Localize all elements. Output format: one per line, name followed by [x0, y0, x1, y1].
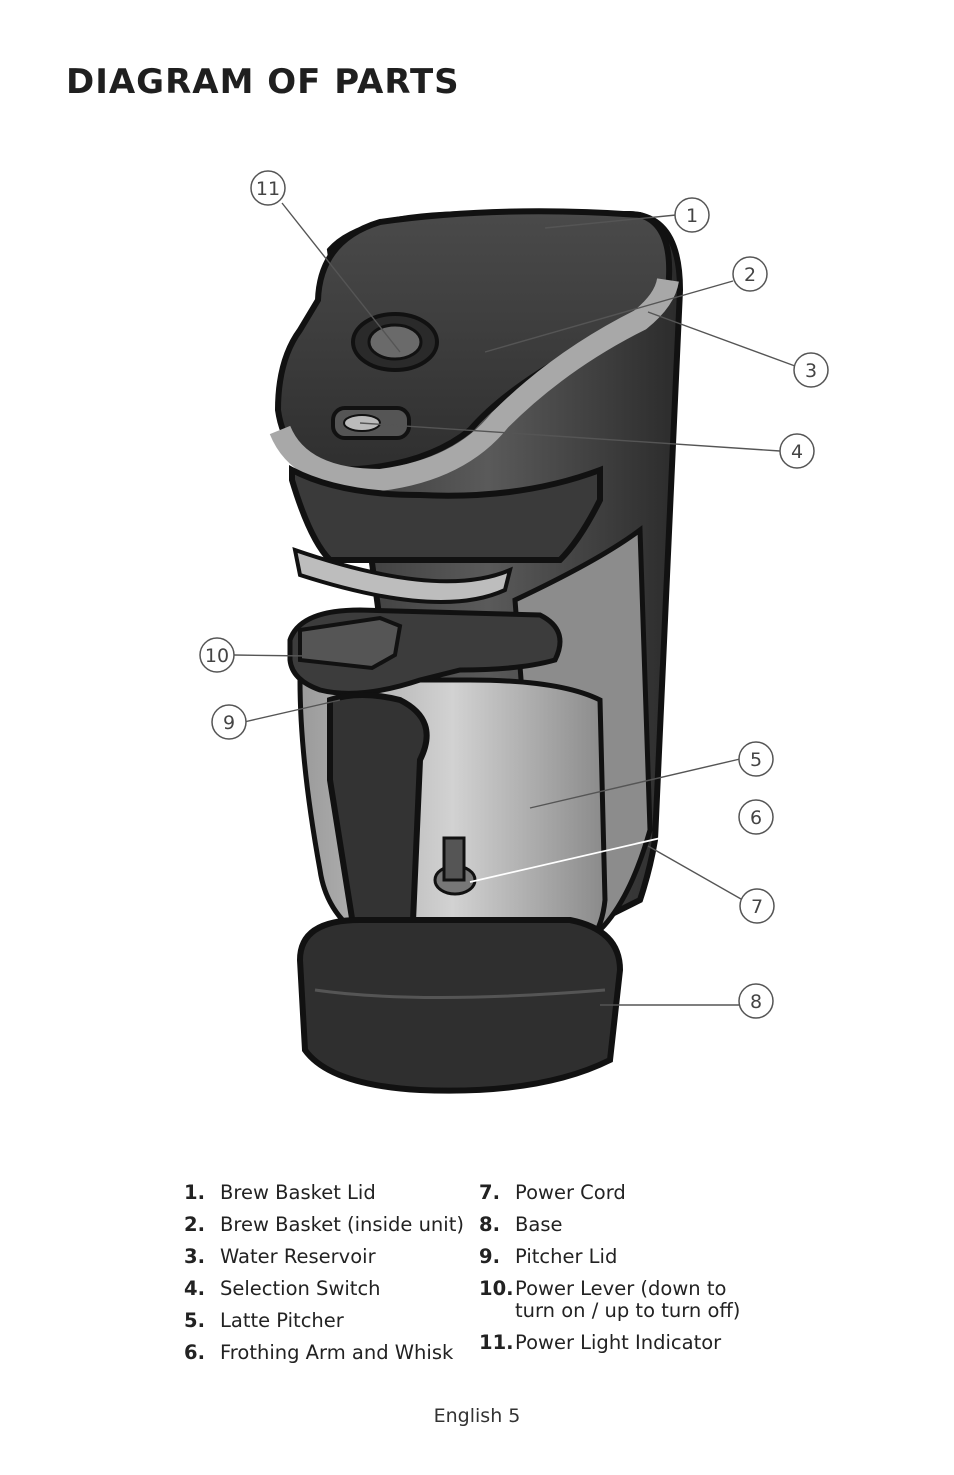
list-item: 5.Latte Pitcher: [184, 1309, 344, 1332]
callout-6: 6: [738, 799, 774, 835]
parts-list-left: 1.Brew Basket Lid 2.Brew Basket (inside …: [184, 1182, 474, 1374]
callout-4: 4: [779, 433, 815, 469]
coffee-maker-illustration: [269, 208, 684, 1094]
list-item: 6.Frothing Arm and Whisk: [184, 1341, 454, 1364]
list-item: 7.Power Cord: [479, 1181, 626, 1204]
svg-text:5: 5: [750, 749, 762, 771]
svg-text:7: 7: [751, 896, 763, 918]
svg-text:9: 9: [223, 712, 235, 734]
callout-1: 1: [674, 197, 710, 233]
svg-text:11: 11: [256, 178, 280, 200]
callout-9: 9: [211, 704, 247, 740]
callout-8: 8: [738, 983, 774, 1019]
list-item: 9.Pitcher Lid: [479, 1245, 618, 1268]
callout-7: 7: [739, 888, 775, 924]
callout-11: 11: [250, 170, 286, 206]
callout-2: 2: [732, 256, 768, 292]
list-item: 3.Water Reservoir: [184, 1245, 376, 1268]
svg-text:1: 1: [686, 205, 698, 227]
page-footer: English 5: [433, 1405, 521, 1427]
svg-text:8: 8: [750, 991, 762, 1013]
svg-text:6: 6: [750, 807, 762, 829]
callout-10: 10: [199, 637, 235, 673]
page-title: DIAGRAM OF PARTS: [66, 62, 460, 102]
svg-text:4: 4: [791, 441, 803, 463]
list-item: 4.Selection Switch: [184, 1277, 381, 1300]
list-item: 1.Brew Basket Lid: [184, 1181, 376, 1204]
parts-list-right: 7.Power Cord 8.Base 9.Pitcher Lid 10.Pow…: [479, 1182, 759, 1364]
svg-text:10: 10: [205, 645, 229, 667]
list-item: 8.Base: [479, 1213, 563, 1236]
list-item: 10.Power Lever (down to turn on / up to …: [479, 1277, 741, 1322]
callout-3: 3: [793, 352, 829, 388]
list-item: 2.Brew Basket (inside unit): [184, 1213, 464, 1236]
callout-5: 5: [738, 741, 774, 777]
svg-text:3: 3: [805, 360, 817, 382]
list-item: 11.Power Light Indicator: [479, 1331, 722, 1354]
svg-text:2: 2: [744, 264, 756, 286]
parts-diagram: 1 2 3 4 5 6 7 8 9 10 11: [199, 170, 829, 1094]
